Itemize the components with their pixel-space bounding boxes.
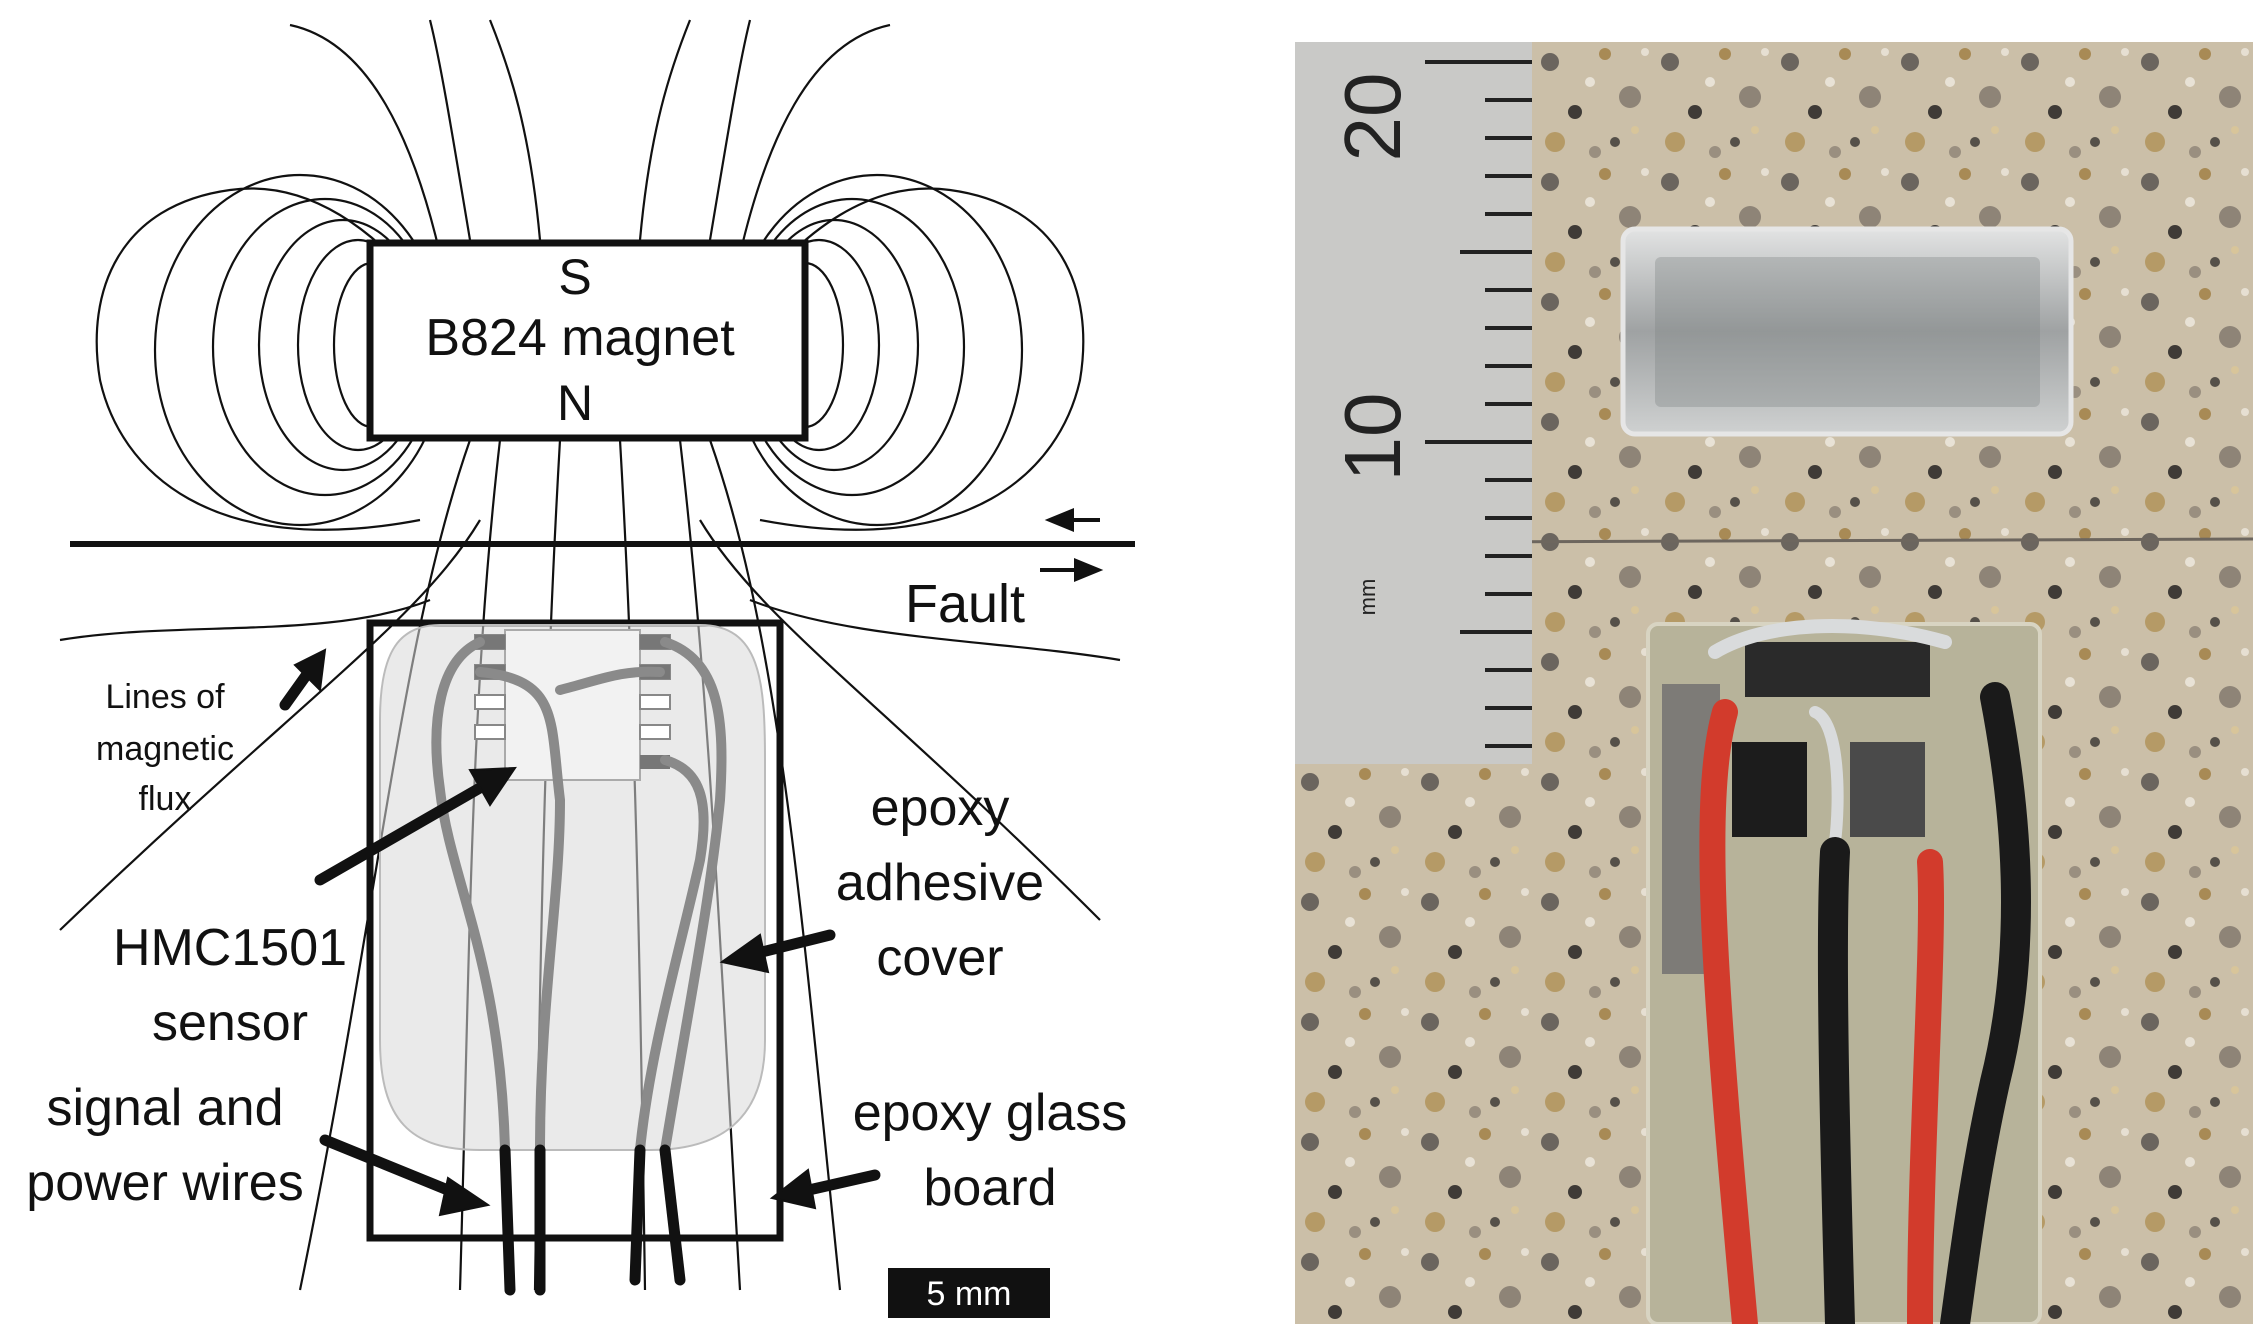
epoxy-cover-label-line-3: cover — [876, 929, 1003, 987]
epoxy-glass-board — [366, 619, 784, 1242]
hmc1501-sensor-chip — [474, 629, 671, 781]
ruler-unit: mm — [1355, 579, 1380, 616]
photo-wires — [1699, 682, 2031, 1324]
wires-label-line-2: power wires — [26, 1154, 303, 1212]
magnet-photo — [1620, 226, 2074, 437]
ruler-label-20: 20 — [1328, 73, 1417, 162]
sensor-label-line-1: HMC1501 — [113, 919, 347, 977]
magnet-box — [366, 239, 809, 442]
metric-ruler: 20 10 mm — [1295, 42, 1532, 764]
flux-label-line-3: flux — [139, 780, 192, 818]
scale-bar-label: 5 mm — [927, 1275, 1012, 1313]
stone-seam — [1464, 537, 2253, 544]
magnet-bottom-pole: N — [557, 375, 593, 431]
epoxy-cover-label-line-2: adhesive — [836, 854, 1044, 912]
epoxy-cover-label-line-1: epoxy — [871, 779, 1010, 837]
board-label-line-1: epoxy glass — [853, 1084, 1128, 1142]
flux-label-line-2: magnetic — [96, 730, 234, 768]
magnet-top-pole: S — [558, 249, 591, 305]
label-pointer-arrows — [279, 648, 881, 1217]
fault-label: Fault — [905, 574, 1025, 634]
fault-arrows — [1040, 508, 1104, 582]
scale-bar — [888, 1268, 1050, 1318]
sensor-label-line-2: sensor — [152, 994, 308, 1052]
magnet-name: B824 magnet — [425, 309, 735, 367]
board-label-line-2: board — [924, 1159, 1057, 1217]
sensor-schematic: S B824 magnet N — [26, 19, 1135, 1318]
sensor-photo: 20 10 mm — [1295, 42, 2253, 1324]
ruler-label-10: 10 — [1328, 393, 1417, 482]
wires-label-line-1: signal and — [46, 1079, 283, 1137]
flux-label-line-1: Lines of — [105, 678, 225, 716]
signal-and-power-wires — [431, 637, 727, 1296]
